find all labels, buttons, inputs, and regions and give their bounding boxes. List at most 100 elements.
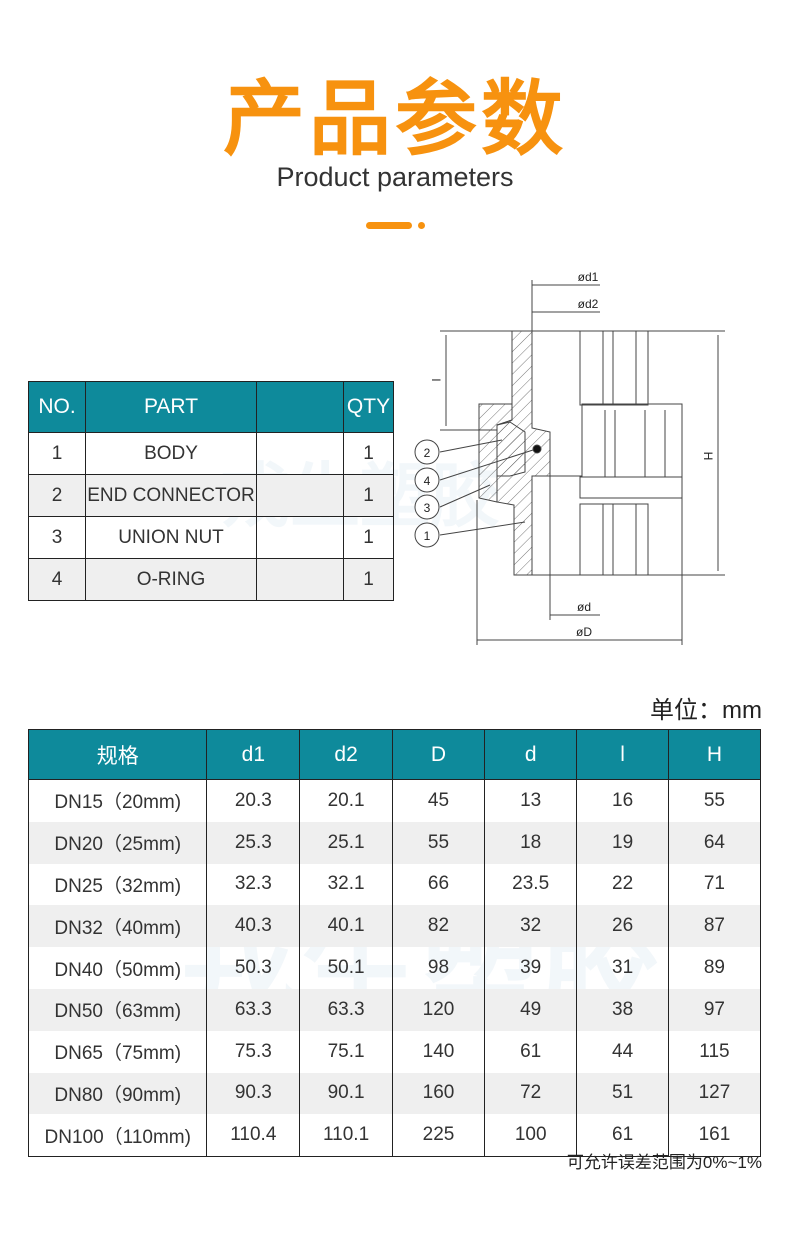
- table-cell: 1: [343, 516, 394, 559]
- page-title: 产品参数: [222, 72, 567, 167]
- table-cell: 100: [484, 1114, 578, 1157]
- col-header: H: [667, 729, 762, 780]
- table-cell: DN100（110mm): [27, 1114, 208, 1157]
- table-cell: 55: [667, 779, 762, 822]
- table-cell: 2: [28, 474, 86, 517]
- table-cell: [256, 516, 344, 559]
- unit-label: 单位：mm: [650, 697, 762, 724]
- table-cell: BODY: [85, 432, 257, 475]
- page-subtitle: Product parameters: [276, 162, 514, 192]
- table-cell: DN80（90mm): [27, 1072, 208, 1115]
- col-header: 规格: [27, 729, 208, 780]
- callout-marker: [414, 522, 440, 548]
- table-cell: 98: [391, 947, 486, 989]
- label-d2: ød2: [578, 297, 599, 311]
- table-cell: 66: [391, 863, 486, 906]
- table-cell: 25.1: [299, 821, 393, 864]
- table-cell: 23.5: [484, 863, 578, 906]
- table-cell: 25.3: [206, 821, 301, 864]
- table-cell: END CONNECTOR: [85, 474, 257, 517]
- col-header: NO.: [28, 381, 86, 433]
- table-cell: 38: [576, 988, 669, 1031]
- table-cell: 44: [576, 1030, 669, 1073]
- table-cell: 161: [667, 1114, 762, 1157]
- table-cell: 50.1: [299, 947, 393, 989]
- table-cell: 61: [576, 1114, 669, 1157]
- col-header: d: [484, 729, 578, 780]
- table-cell: 4: [28, 558, 86, 601]
- table-cell: DN20（25mm): [27, 821, 208, 864]
- table-cell: 50.3: [206, 947, 301, 989]
- table-cell: 61: [484, 1030, 578, 1073]
- callout-marker: [414, 439, 440, 465]
- table-cell: 49: [484, 988, 578, 1031]
- table-cell: 26: [576, 905, 669, 948]
- table-cell: 90.1: [299, 1072, 393, 1115]
- table-cell: 140: [391, 1030, 486, 1073]
- table-cell: 225: [391, 1114, 486, 1157]
- table-cell: 75.3: [206, 1030, 301, 1073]
- table-cell: 32.1: [299, 863, 393, 906]
- table-cell: [256, 474, 344, 517]
- union-cross-section-drawing: 2 4 3 1 ød1 ød2 l H ød øD: [414, 270, 725, 645]
- table-cell: DN25（32mm): [27, 863, 208, 906]
- label-d: ød: [577, 600, 591, 614]
- table-cell: 55: [391, 821, 486, 864]
- decor-dot: [418, 222, 425, 229]
- col-header: QTY: [343, 381, 394, 433]
- table-cell: 1: [343, 558, 394, 601]
- parts-header-row: NO. PART QTY: [28, 381, 394, 433]
- label-l: l: [429, 379, 443, 382]
- callout-3: 3: [424, 501, 431, 515]
- table-cell: 90.3: [206, 1072, 301, 1115]
- callout-marker: [414, 467, 440, 493]
- table-cell: 40.3: [206, 905, 301, 948]
- table-cell: 13: [484, 779, 578, 822]
- tolerance-note: 可允许误差范围为0%~1%: [566, 1153, 762, 1172]
- table-cell: 160: [391, 1072, 486, 1115]
- decor-bar: [366, 222, 412, 229]
- table-cell: 39: [484, 947, 578, 989]
- table-cell: 1: [343, 474, 394, 517]
- table-cell: 63.3: [299, 988, 393, 1031]
- table-cell: DN15（20mm): [27, 779, 208, 822]
- table-cell: 40.1: [299, 905, 393, 948]
- table-cell: 32: [484, 905, 578, 948]
- callout-4: 4: [424, 474, 431, 488]
- table-cell: 63.3: [206, 988, 301, 1031]
- table-cell: O-RING: [85, 558, 257, 601]
- table-cell: 22: [576, 863, 669, 906]
- col-header: PART: [85, 381, 257, 433]
- table-cell: DN65（75mm): [27, 1030, 208, 1073]
- table-cell: 110.1: [299, 1114, 393, 1157]
- col-header: d1: [206, 729, 301, 780]
- table-cell: 89: [667, 947, 762, 989]
- table-cell: 20.3: [206, 779, 301, 822]
- label-D: øD: [576, 625, 592, 639]
- label-H: H: [701, 452, 715, 461]
- table-cell: 120: [391, 988, 486, 1031]
- table-cell: 110.4: [206, 1114, 301, 1157]
- table-cell: 87: [667, 905, 762, 948]
- col-header: l: [576, 729, 669, 780]
- table-cell: 115: [667, 1030, 762, 1073]
- col-header: d2: [299, 729, 393, 780]
- table-cell: DN40（50mm): [27, 947, 208, 989]
- table-cell: 51: [576, 1072, 669, 1115]
- table-cell: 16: [576, 779, 669, 822]
- table-cell: 75.1: [299, 1030, 393, 1073]
- table-cell: 32.3: [206, 863, 301, 906]
- table-cell: 64: [667, 821, 762, 864]
